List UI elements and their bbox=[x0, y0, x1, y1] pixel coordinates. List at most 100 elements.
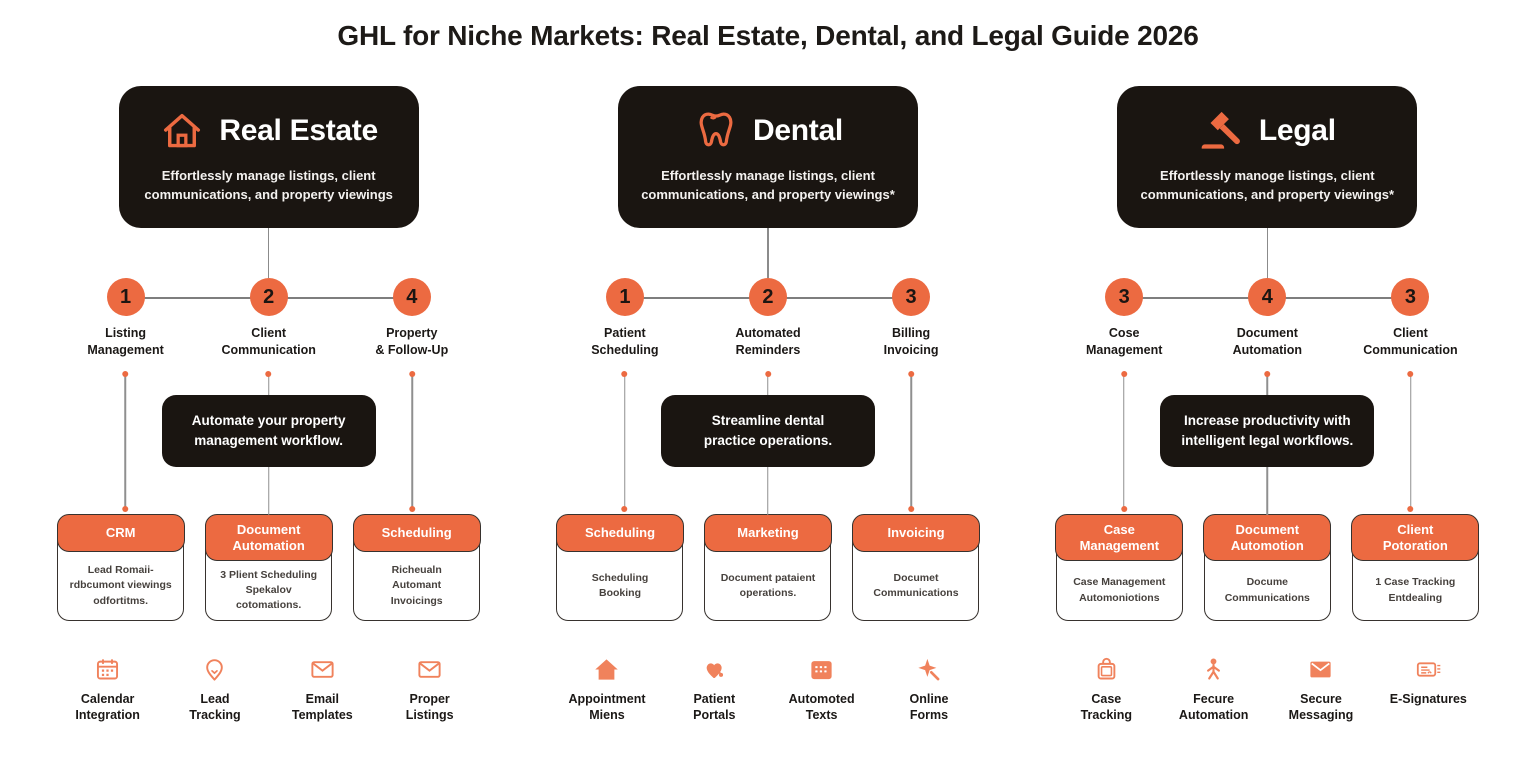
feature-label: Patient Portals bbox=[693, 691, 736, 722]
feature-card-title: Invoicing bbox=[851, 514, 980, 553]
step-number-badge: 3 bbox=[1391, 278, 1430, 316]
step-number-badge: 2 bbox=[249, 278, 288, 316]
feature-card-title: Marketing bbox=[703, 514, 832, 553]
feature-card: CRM Lead Romaii- rdbcumont viewings odfo… bbox=[56, 514, 185, 621]
envelope-icon bbox=[416, 653, 443, 683]
feature-card-body: Document pataient operations. bbox=[720, 571, 816, 599]
feature-item: E-Signatures bbox=[1375, 653, 1482, 724]
feature-label: E-Signatures bbox=[1389, 691, 1467, 706]
feature-item: Lead Tracking bbox=[161, 653, 268, 724]
feature-card-body: Richeualn Automant Invoicings bbox=[390, 564, 443, 607]
sparkle-icon bbox=[915, 653, 942, 683]
feature-card-body: 3 Plient Scheduling Spekalov cotomations… bbox=[220, 568, 318, 612]
envelope-icon bbox=[309, 653, 336, 683]
feature-label: Online Forms bbox=[909, 691, 949, 722]
vertical-connector-line bbox=[1123, 373, 1125, 509]
header-top: Dental bbox=[634, 108, 902, 154]
feature-card: Marketing Document pataient operations. bbox=[703, 514, 832, 621]
signature-card-icon bbox=[1415, 653, 1442, 683]
steps-row: 1 Patient Scheduling 2 Automated Reminde… bbox=[553, 278, 982, 359]
cards-row: Scheduling Scheduling Booking Marketing … bbox=[553, 514, 982, 621]
step-item: 3 Cose Management bbox=[1053, 278, 1196, 359]
steps-row: 1 Listing Management 2 Client Communicat… bbox=[54, 278, 483, 359]
feature-card-title: Case Management bbox=[1055, 514, 1184, 562]
feature-card-title: CRM bbox=[56, 514, 185, 553]
column-title: Dental bbox=[753, 114, 843, 147]
workflow-zone: Increase productivity with intelligent l… bbox=[1053, 369, 1482, 515]
feature-card-title: Document Automation bbox=[204, 514, 333, 562]
dental-header-card: Dental Effortlessly manage listings, cli… bbox=[617, 86, 918, 228]
house-outline-icon bbox=[159, 108, 205, 154]
cards-row: Case Management Case Management Automoni… bbox=[1053, 514, 1482, 621]
feature-card-title: Scheduling bbox=[352, 514, 481, 553]
briefcase-icon bbox=[1093, 653, 1120, 683]
step-number-badge: 2 bbox=[748, 278, 787, 316]
step-label: Cose Management bbox=[1086, 326, 1163, 357]
workflow-zone: Streamline dental practice operations. bbox=[553, 369, 982, 515]
step-label: Document Automation bbox=[1232, 326, 1303, 357]
feature-label: Secure Messaging bbox=[1288, 691, 1354, 722]
step-item: 1 Listing Management bbox=[54, 278, 197, 359]
feature-label: Email Templates bbox=[291, 691, 353, 722]
step-label: Patient Scheduling bbox=[591, 326, 659, 357]
step-number-badge: 4 bbox=[392, 278, 431, 316]
feature-label: Automoted Texts bbox=[788, 691, 855, 722]
feature-item: Case Tracking bbox=[1053, 653, 1160, 724]
column-dental: Dental Effortlessly manage listings, cli… bbox=[553, 86, 982, 723]
gavel-icon bbox=[1199, 108, 1245, 154]
feature-label: Proper Listings bbox=[405, 691, 454, 722]
feature-label: Case Tracking bbox=[1080, 691, 1133, 722]
feature-card: Invoicing Documet Communications bbox=[851, 514, 980, 621]
envelope-filled-icon bbox=[1307, 653, 1334, 683]
vertical-connector-line bbox=[124, 373, 127, 509]
step-number-badge: 4 bbox=[1248, 278, 1287, 316]
calendar-icon bbox=[94, 653, 121, 683]
column-real-estate: Real Estate Effortlessly manage listings… bbox=[54, 86, 483, 723]
step-item: 2 Client Communication bbox=[197, 278, 340, 359]
step-number-badge: 1 bbox=[605, 278, 644, 316]
feature-item: Patient Portals bbox=[661, 653, 768, 724]
feature-label: Fecure Automation bbox=[1178, 691, 1249, 722]
feature-card-body: Docume Communications bbox=[1224, 576, 1310, 604]
feature-card-title: Document Automotion bbox=[1203, 514, 1332, 562]
house-filled-icon bbox=[593, 653, 620, 683]
step-item: 1 Patient Scheduling bbox=[553, 278, 696, 359]
vertical-connector-line bbox=[411, 373, 413, 509]
connector-line bbox=[767, 228, 769, 278]
header-top: Real Estate bbox=[135, 108, 403, 154]
step-item: 3 Client Communication bbox=[1339, 278, 1482, 359]
step-number-badge: 3 bbox=[1105, 278, 1144, 316]
feature-item: Online Forms bbox=[875, 653, 982, 724]
steps-row: 3 Cose Management 4 Document Automation … bbox=[1053, 278, 1482, 359]
feature-card-body: 1 Case Tracking Entdealing bbox=[1375, 576, 1456, 604]
feature-card-body: Scheduling Booking bbox=[591, 571, 649, 599]
feature-item: Automoted Texts bbox=[768, 653, 875, 724]
feature-item: Calendar Integration bbox=[54, 653, 161, 724]
calendar-filled-icon bbox=[808, 653, 835, 683]
legal-header-card: Legal Effortlessly manoge listings, clie… bbox=[1117, 86, 1418, 228]
workflow-zone: Automate your property management workfl… bbox=[54, 369, 483, 515]
feature-label: Appointment Miens bbox=[568, 691, 646, 722]
features-row: Case Tracking Fecure Automation Secure M… bbox=[1053, 653, 1482, 724]
vertical-connector-line bbox=[1409, 373, 1412, 509]
feature-label: Calendar Integration bbox=[75, 691, 140, 722]
step-label: Automated Reminders bbox=[735, 326, 801, 357]
page-title: GHL for Niche Markets: Real Estate, Dent… bbox=[337, 20, 1199, 51]
feature-card-title: Client Potoration bbox=[1351, 514, 1480, 562]
step-label: Client Communication bbox=[1363, 326, 1458, 357]
header-top: Legal bbox=[1133, 108, 1401, 154]
column-title: Real Estate bbox=[219, 114, 378, 147]
feature-card: Document Automation 3 Plient Scheduling … bbox=[204, 514, 333, 621]
feature-item: Email Templates bbox=[269, 653, 376, 724]
columns-container: Real Estate Effortlessly manage listings… bbox=[0, 86, 1536, 723]
pin-drop-icon bbox=[201, 653, 228, 683]
heart-medical-icon bbox=[701, 653, 728, 683]
feature-card-body: Documet Communications bbox=[873, 571, 959, 599]
callout-box: Increase productivity with intelligent l… bbox=[1160, 394, 1375, 468]
column-description: Effortlessly manoge listings, client com… bbox=[1140, 168, 1395, 202]
column-title: Legal bbox=[1258, 114, 1336, 147]
feature-item: Secure Messaging bbox=[1267, 653, 1374, 724]
person-icon bbox=[1200, 653, 1227, 683]
step-item: 2 Automated Reminders bbox=[696, 278, 839, 359]
